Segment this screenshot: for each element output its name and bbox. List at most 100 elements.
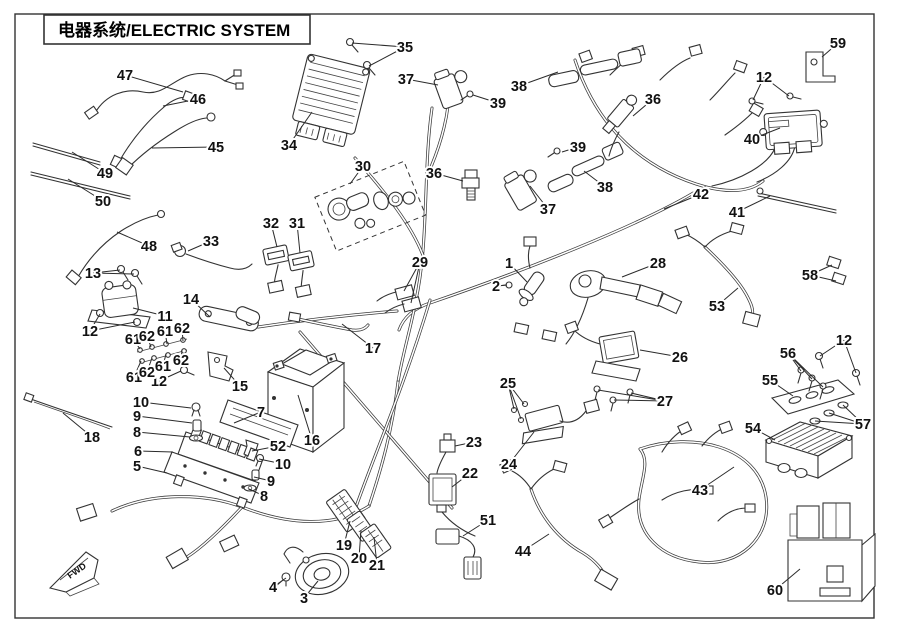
leader-line-12 bbox=[89, 321, 136, 332]
leader-line-29 bbox=[410, 261, 421, 304]
callout-36: 36 bbox=[426, 166, 442, 182]
part-bracket-14 bbox=[198, 305, 261, 332]
leader-line-61 bbox=[164, 330, 168, 345]
leader-line-12 bbox=[843, 339, 857, 374]
leader-line-57 bbox=[814, 420, 864, 425]
leader-line-62 bbox=[181, 327, 184, 342]
leader-line-45 bbox=[151, 146, 217, 149]
leader-line-39 bbox=[472, 94, 499, 104]
callout-8: 8 bbox=[260, 489, 268, 505]
leader-line-10 bbox=[258, 458, 284, 465]
leader-line-20 bbox=[358, 529, 362, 559]
part-spark-plug-cable-38b bbox=[547, 141, 624, 193]
callout-18: 18 bbox=[84, 430, 100, 446]
callout-55: 55 bbox=[762, 373, 778, 389]
leader-line-41 bbox=[736, 195, 771, 213]
leader-line-19 bbox=[343, 520, 351, 546]
callout-39: 39 bbox=[570, 140, 586, 156]
callout-24: 24 bbox=[501, 457, 517, 473]
leader-line-9 bbox=[136, 415, 193, 424]
leader-line-56 bbox=[787, 352, 824, 388]
part-switch-28 bbox=[565, 270, 683, 345]
callout-20: 20 bbox=[351, 551, 367, 567]
callout-42: 42 bbox=[693, 187, 709, 203]
callout-62: 62 bbox=[173, 353, 189, 369]
leader-line-37 bbox=[529, 185, 549, 210]
leader-line-12 bbox=[752, 76, 765, 101]
part-connector-51 bbox=[435, 528, 482, 580]
callout-54: 54 bbox=[745, 421, 761, 437]
part-spark-plug-cable-38a bbox=[548, 48, 642, 88]
part-bracket-55 bbox=[770, 379, 856, 415]
part-bracket-15 bbox=[207, 351, 234, 382]
callout-9: 9 bbox=[133, 409, 141, 425]
leader-line-42 bbox=[663, 193, 702, 210]
leader-line-4 bbox=[272, 577, 287, 588]
callout-29: 29 bbox=[412, 255, 428, 271]
leader-line-25 bbox=[507, 382, 522, 420]
leader-line-58 bbox=[809, 274, 837, 282]
leader-line-40 bbox=[751, 127, 781, 140]
callout-61: 61 bbox=[155, 359, 171, 375]
screw-39b bbox=[547, 147, 561, 158]
leader-line-22 bbox=[451, 472, 471, 488]
callout-35: 35 bbox=[397, 40, 413, 56]
title-block: 电器系统/ELECTRIC SYSTEM bbox=[43, 14, 311, 45]
callout-12: 12 bbox=[151, 374, 167, 390]
callout-10: 10 bbox=[275, 457, 291, 473]
callout-6: 6 bbox=[134, 444, 142, 460]
leader-line-37 bbox=[405, 78, 439, 86]
leader-line-35 bbox=[368, 46, 406, 67]
callout-17: 17 bbox=[365, 341, 381, 357]
callout-49: 49 bbox=[97, 166, 113, 182]
callout-38: 38 bbox=[511, 79, 527, 95]
callout-47: 47 bbox=[117, 68, 133, 84]
part-relay-26 bbox=[564, 320, 641, 382]
screws-12b bbox=[748, 92, 802, 105]
callout-2: 2 bbox=[492, 279, 500, 295]
part-wire-47 bbox=[83, 69, 244, 120]
leader-line-36 bbox=[433, 172, 464, 182]
part-socket-kit-30 bbox=[314, 160, 427, 252]
connectors-29 bbox=[376, 284, 422, 314]
leader-line-16 bbox=[297, 394, 313, 441]
leader-line-1 bbox=[508, 262, 528, 283]
page-border bbox=[14, 13, 875, 619]
leader-line-36 bbox=[632, 98, 654, 117]
leader-line-28 bbox=[621, 262, 659, 278]
leader-line-44 bbox=[522, 533, 550, 552]
leader-line-54 bbox=[752, 427, 776, 441]
callout-34: 34 bbox=[281, 138, 297, 154]
leader-line-32 bbox=[270, 222, 278, 248]
callout-40: 40 bbox=[744, 132, 760, 148]
callout-12: 12 bbox=[756, 70, 772, 86]
leader-line-61 bbox=[133, 360, 142, 378]
screws-12d bbox=[814, 351, 861, 386]
leader-line-25 bbox=[507, 382, 525, 405]
callout-61: 61 bbox=[126, 370, 142, 386]
part-fuse-puller-52 bbox=[243, 439, 259, 457]
leader-line-34 bbox=[288, 111, 313, 146]
leader-line-57 bbox=[828, 412, 864, 425]
callout-13: 13 bbox=[85, 266, 101, 282]
leader-line-57 bbox=[842, 404, 864, 425]
part-cable-17 bbox=[287, 311, 370, 332]
leader-line-43 bbox=[699, 466, 735, 491]
part-sensor-24 bbox=[521, 398, 600, 445]
page-title: 电器系统/ELECTRIC SYSTEM bbox=[58, 20, 290, 40]
callout-9: 9 bbox=[267, 474, 275, 490]
leader-line-39 bbox=[561, 146, 579, 153]
leader-line-15 bbox=[223, 367, 241, 387]
leader-line-60 bbox=[774, 568, 801, 591]
callout-43: 43 bbox=[692, 483, 708, 499]
leader-line-31 bbox=[296, 222, 301, 254]
part-rod-41 bbox=[756, 187, 837, 214]
title-box bbox=[43, 14, 311, 45]
callout-62: 62 bbox=[139, 329, 155, 345]
leader-line-12 bbox=[89, 313, 101, 332]
leader-line-30 bbox=[349, 165, 364, 185]
callout-14: 14 bbox=[183, 292, 199, 308]
